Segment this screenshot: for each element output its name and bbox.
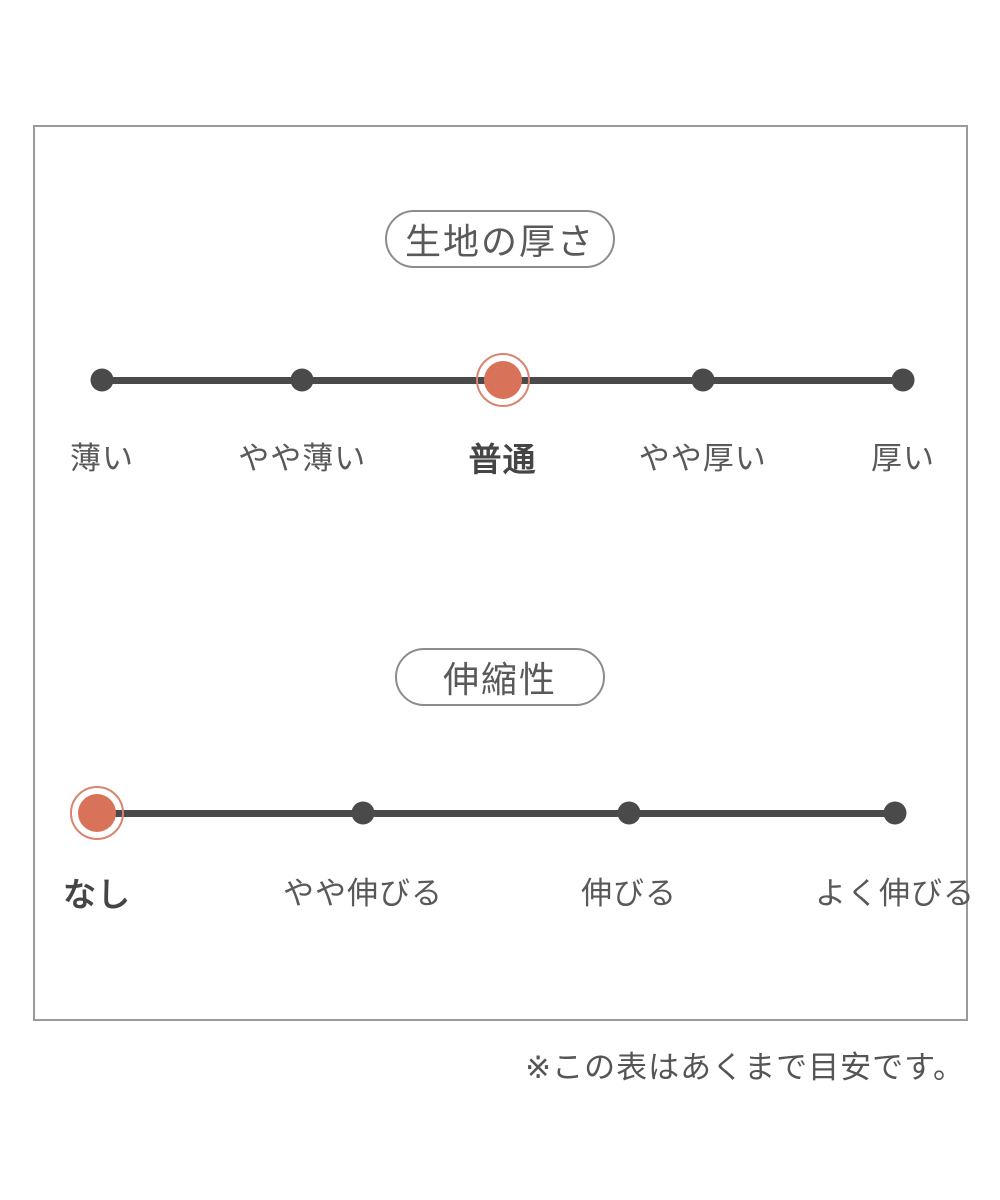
section-title-stretchiness: 伸縮性 xyxy=(395,648,605,706)
scale-dot-stretches xyxy=(617,801,641,825)
scale-label: 厚い xyxy=(871,441,935,476)
scale-label: 伸びる xyxy=(581,876,677,911)
disclaimer-note: ※この表はあくまで目安です。 xyxy=(525,1050,965,1085)
scale-label: やや薄い xyxy=(238,441,367,476)
section-title-fabric-thickness: 生地の厚さ xyxy=(384,210,616,268)
scale-label: やや厚い xyxy=(638,441,767,476)
selected-dot-ring xyxy=(475,353,530,407)
scale-label-selected: 普通 xyxy=(468,441,537,478)
scale-track xyxy=(97,809,895,817)
scale-dot-somewhat-thick xyxy=(691,368,715,392)
scale-dot-stretches-somewhat xyxy=(351,801,375,825)
scale-label: よく伸びる xyxy=(815,876,975,911)
scale-label-selected: なし xyxy=(63,876,131,913)
guide-frame-border xyxy=(33,125,968,1021)
scale-dot-thin xyxy=(90,368,114,392)
scale-dot-stretches-well xyxy=(883,801,907,825)
scale-label: やや伸びる xyxy=(282,876,443,911)
scale-dot-none-selected xyxy=(70,786,124,840)
scale-dot-somewhat-thin xyxy=(290,368,314,392)
section-title-stretchiness-label: 伸縮性 xyxy=(442,659,557,700)
scale-dot-normal-selected xyxy=(475,353,530,407)
section-title-fabric-thickness-label: 生地の厚さ xyxy=(404,221,596,262)
selected-dot-ring xyxy=(70,786,124,840)
scale-dot-thick xyxy=(891,368,915,392)
scale-label: 薄い xyxy=(70,441,134,476)
